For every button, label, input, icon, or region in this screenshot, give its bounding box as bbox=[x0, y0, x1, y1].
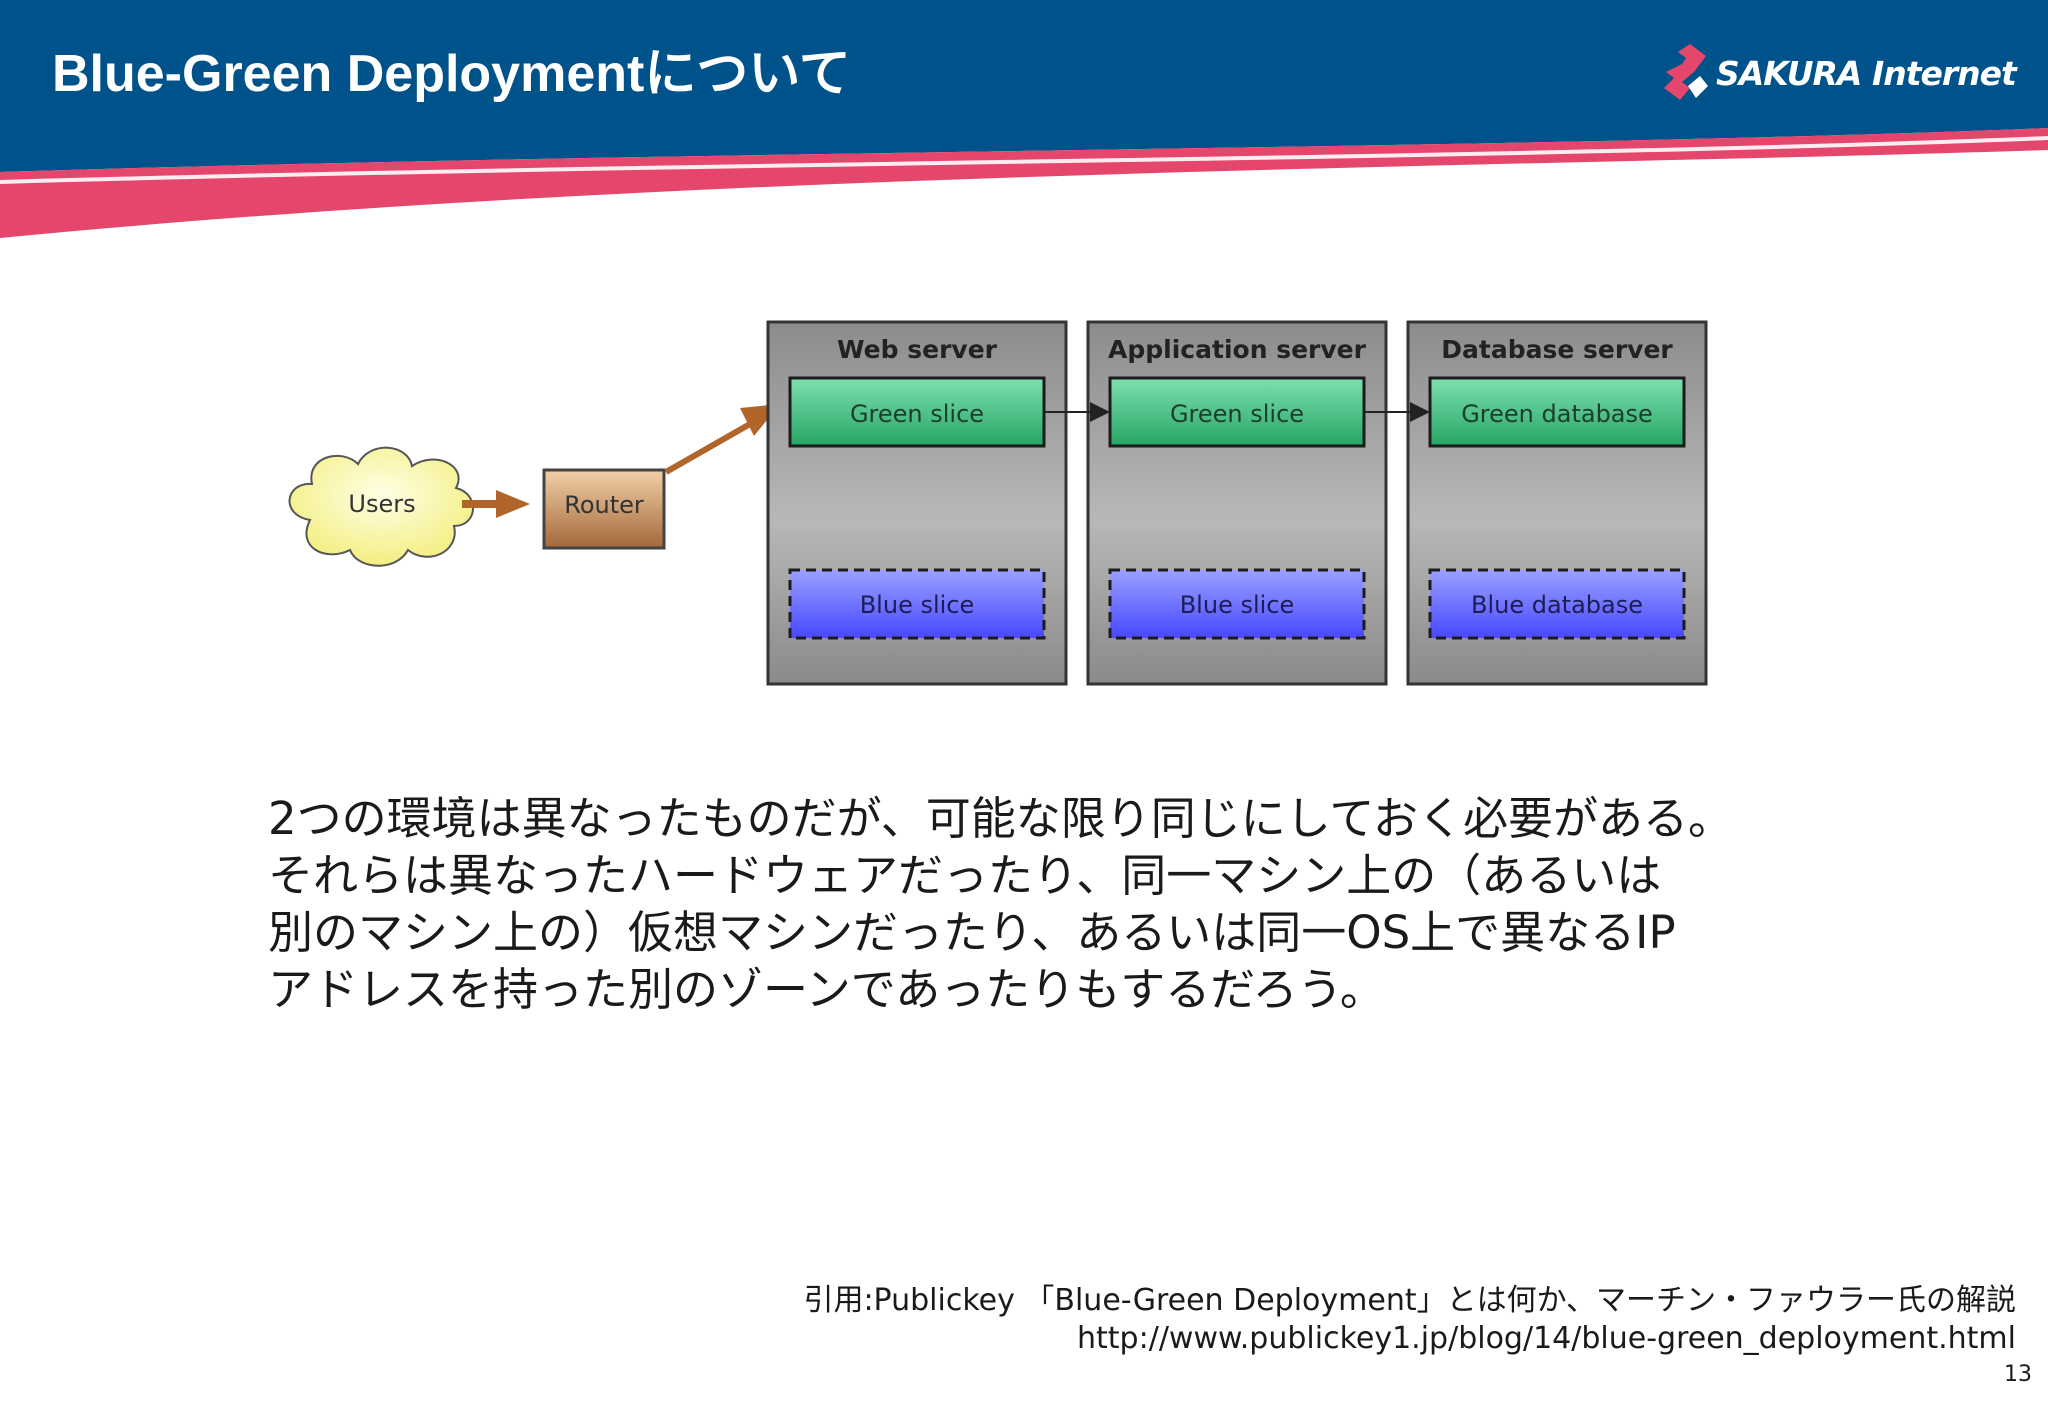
blue-slice-label: Blue slice bbox=[1180, 591, 1295, 619]
citation-source: 引用:Publickey 「Blue-Green Deployment」とは何か… bbox=[803, 1283, 2016, 1318]
server-title: Web server bbox=[837, 335, 998, 364]
header-band bbox=[0, 0, 2048, 238]
body-line: 2つの環境は異なったものだが、可能な限り同じにしておく必要がある。 bbox=[268, 792, 1734, 845]
green-slice-label: Green slice bbox=[850, 400, 984, 428]
slide-title: Blue-Green Deploymentについて bbox=[52, 45, 851, 103]
body-line: それらは異なったハードウェアだったり、同一マシン上の（あるいは bbox=[268, 849, 1662, 902]
green-slice-label: Green slice bbox=[1170, 400, 1304, 428]
server-title: Database server bbox=[1441, 335, 1673, 364]
server-database: Database server Green database Blue data… bbox=[1406, 320, 1708, 686]
green-database-label: Green database bbox=[1461, 400, 1653, 428]
logo-text: SAKURA Internet bbox=[1716, 54, 2017, 93]
citation: 引用:Publickey 「Blue-Green Deployment」とは何か… bbox=[803, 1282, 2016, 1358]
body-paragraph: 2つの環境は異なったものだが、可能な限り同じにしておく必要がある。 それらは異な… bbox=[268, 790, 1828, 1018]
router-web-arrow bbox=[664, 404, 780, 475]
users-label: Users bbox=[348, 490, 415, 518]
body-line: 別のマシン上の）仮想マシンだったり、あるいは同一OS上で異なるIP bbox=[268, 906, 1676, 959]
citation-url[interactable]: http://www.publickey1.jp/blog/14/blue-gr… bbox=[1077, 1321, 2016, 1356]
server-title: Application server bbox=[1108, 335, 1367, 364]
server-web: Web server Green slice Blue slice bbox=[766, 320, 1068, 686]
router-label: Router bbox=[564, 491, 644, 519]
company-logo: SAKURA Internet bbox=[1660, 42, 2017, 114]
users-cloud-icon: Users bbox=[288, 446, 474, 567]
users-router-arrow bbox=[462, 490, 530, 518]
router-box: Router bbox=[542, 468, 666, 550]
page-number: 13 bbox=[2004, 1362, 2032, 1387]
blue-database-label: Blue database bbox=[1471, 591, 1643, 619]
sakura-logo-icon bbox=[1664, 44, 1708, 100]
body-line: アドレスを持った別のゾーンであったりもするだろう。 bbox=[268, 963, 1385, 1016]
blue-green-diagram: Users Router Web server Green slice Blue… bbox=[288, 320, 1708, 686]
server-application: Application server Green slice Blue slic… bbox=[1086, 320, 1388, 686]
blue-slice-label: Blue slice bbox=[860, 591, 975, 619]
